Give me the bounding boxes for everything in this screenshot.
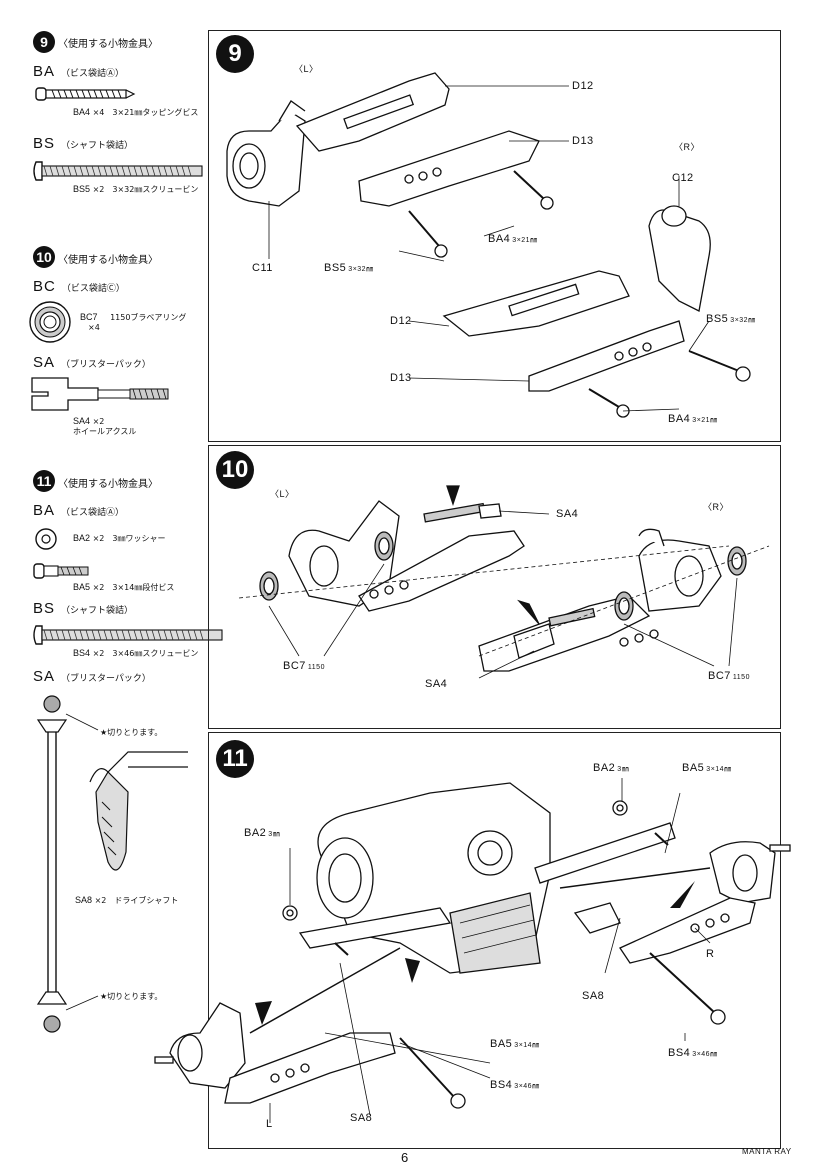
bc-bag-label: BC（ビス袋詰Ⓒ） [33, 278, 125, 295]
panel-9-badge: 9 [216, 35, 254, 73]
step-10-panel [208, 445, 781, 729]
tapping-screw-ba4-drawing [35, 87, 136, 101]
sa-bag-label-10: SA（ブリスターパック） [33, 354, 151, 371]
label-d13-left: D13 [572, 135, 594, 147]
label-c11: C11 [252, 262, 273, 274]
panel-9-right-tag: 〈R〉 [674, 142, 700, 152]
label-r-side: R [706, 948, 715, 960]
screw-pin-bs5-drawing [33, 161, 203, 181]
wheel-axle-sa4-drawing [31, 377, 169, 411]
ba2-caption: BA2 ×2 3㎜ワッシャー [73, 533, 166, 543]
step-10-badge: 10 [33, 246, 55, 268]
cut-note-bottom: ★切りとります。 [100, 992, 163, 1001]
model-name: MANTA RAY [742, 1147, 792, 1156]
page-number: 6 [401, 1150, 409, 1165]
label-c12: C12 [672, 172, 694, 184]
panel-10-left-tag: 〈L〉 [270, 489, 295, 499]
step-10-parts-heading: 〈使用する小物金具〉 [58, 255, 158, 266]
ba4-caption: BA4 ×4 3×21㎜タッピングビス [73, 107, 199, 117]
ba5-caption: BA5 ×2 3×14㎜段付ビス [73, 582, 175, 592]
step-11-parts-heading: 〈使用する小物金具〉 [58, 479, 158, 490]
step-11-panel [208, 732, 781, 1149]
bs5-caption: BS5 ×2 3×32㎜スクリュービン [73, 184, 199, 194]
ball-bearing-bc7-drawing [29, 301, 71, 343]
bc7-caption: BC7 1150ブラベアリング ×4 [80, 312, 187, 332]
panel-10-badge: 10 [216, 451, 254, 489]
label-l-side: L [266, 1118, 273, 1130]
label-sa8-right: SA8 [582, 990, 605, 1002]
cut-note-top: ★切りとります。 [100, 728, 163, 737]
drive-shaft-sa8-drawing [36, 695, 188, 1033]
bs-bag-label-11: BS（シャフト袋詰） [33, 600, 134, 617]
ba-bag-label: BA（ビス袋詰Ⓐ） [33, 63, 125, 80]
panel-9-left-tag: 〈L〉 [294, 64, 319, 74]
step-screw-ba5-drawing [33, 563, 89, 579]
step-11-badge: 11 [33, 470, 55, 492]
sa-bag-label-11: SA（ブリスターパック） [33, 668, 151, 685]
sa8-caption: SA8 ×2 ドライブシャフト [75, 895, 179, 905]
washer-ba2-drawing [35, 528, 57, 550]
screw-pin-bs4-drawing [33, 625, 223, 645]
step-9-panel [208, 30, 781, 442]
label-sa4-right: SA4 [425, 678, 448, 690]
panel-11-badge: 11 [216, 740, 254, 778]
bs-bag-label: BS（シャフト袋詰） [33, 135, 134, 152]
ba-bag-label-11: BA（ビス袋詰Ⓐ） [33, 502, 125, 519]
step-9-badge: 9 [33, 31, 55, 53]
rear-suspension-drivetrain-drawing [154, 778, 791, 1123]
sa4-caption: SA4 ×2 ホイールアクスル [73, 416, 137, 436]
label-d12-left: D12 [572, 80, 594, 92]
axle-bearing-drawing [238, 485, 770, 679]
label-d13-right: D13 [390, 372, 412, 384]
label-d12-right: D12 [390, 315, 412, 327]
rear-arm-assembly-drawing [226, 72, 751, 418]
bs4-caption: BS4 ×2 3×46㎜スクリュービン [73, 648, 199, 658]
step-9-parts-heading: 〈使用する小物金具〉 [58, 39, 158, 50]
label-sa8-left: SA8 [350, 1112, 373, 1124]
label-sa4-left: SA4 [556, 508, 579, 520]
panel-10-right-tag: 〈R〉 [703, 502, 729, 512]
